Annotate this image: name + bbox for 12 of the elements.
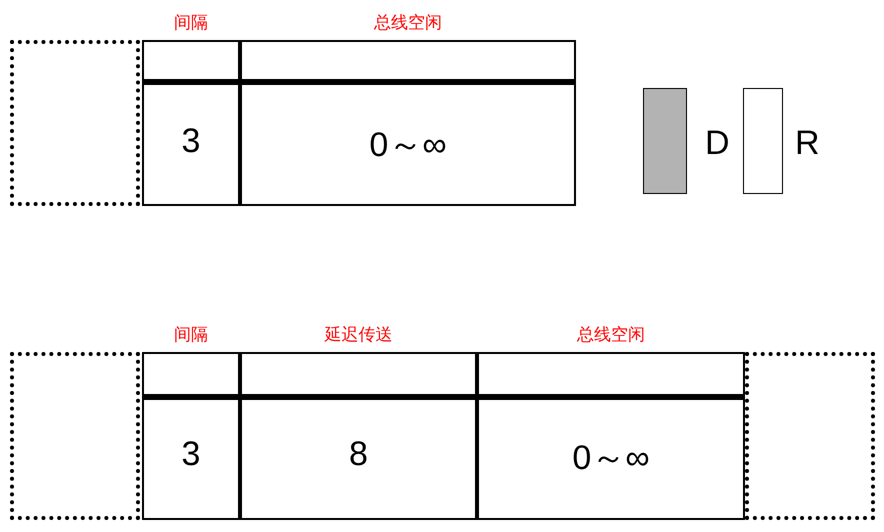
field-heading: 间隔 xyxy=(173,12,209,34)
field-value: 0～∞ xyxy=(368,124,448,166)
field-value: 3 xyxy=(180,434,202,474)
field-heading: 总线空闲 xyxy=(373,12,443,34)
legend-label: D xyxy=(705,124,730,163)
field-value: 8 xyxy=(348,434,369,474)
field-heading: 间隔 xyxy=(173,324,209,346)
legend-label: R xyxy=(795,124,820,163)
field-heading: 延迟传送 xyxy=(324,324,394,346)
field-heading: 总线空闲 xyxy=(576,324,646,346)
field-value: 0～∞ xyxy=(571,438,651,479)
field-value: 3 xyxy=(180,122,202,161)
